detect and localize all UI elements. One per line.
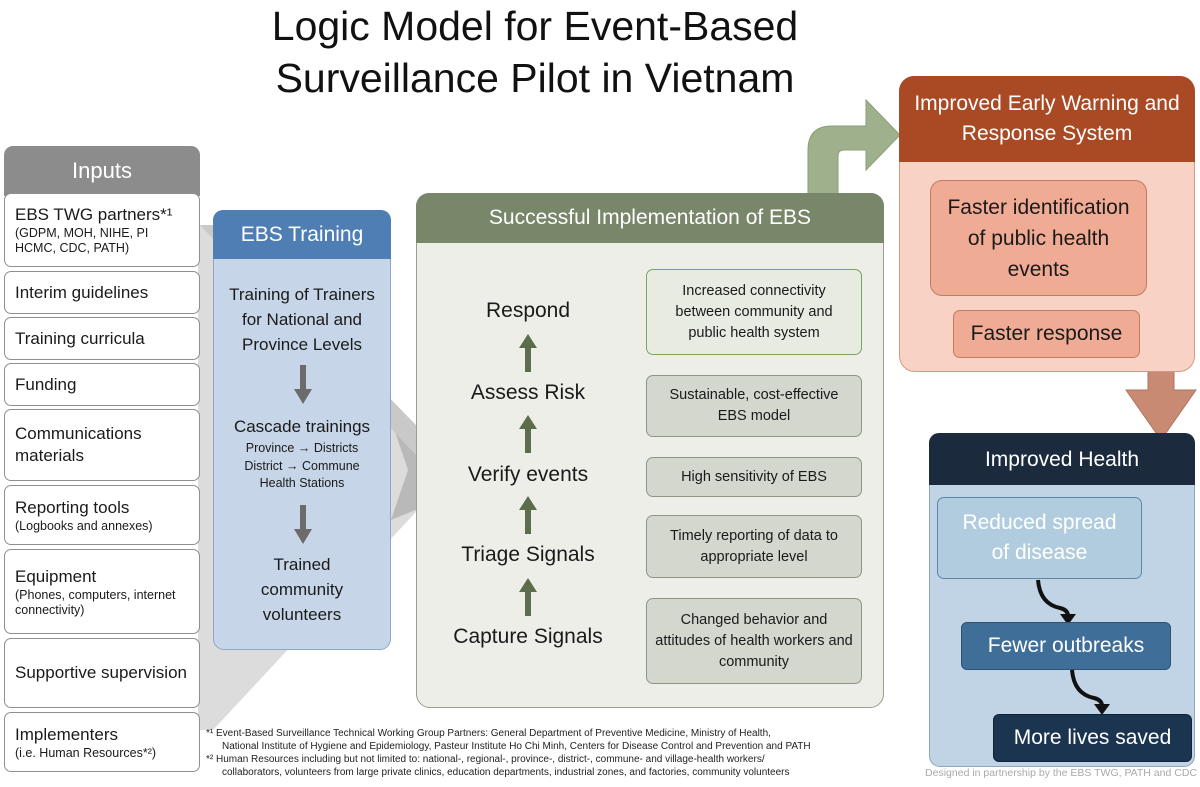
training-trained: Trained community volunteers: [260, 555, 344, 624]
input-item-equipment: Equipment (Phones, computers, internet c…: [4, 549, 200, 634]
step-triage-signals: Triage Signals: [461, 543, 595, 566]
more-lives-saved-box: More lives saved: [993, 714, 1192, 762]
input-label: Training curricula: [15, 328, 145, 348]
input-label: Supportive supervision: [15, 663, 187, 682]
input-sub: (Logbooks and annexes): [15, 518, 153, 533]
input-label: Equipment: [15, 566, 97, 586]
inputs-heading: Inputs: [4, 146, 200, 196]
input-item-supervision: Supportive supervision: [4, 638, 200, 708]
training-cascade-line2: District → Commune Health Stations: [244, 459, 360, 490]
early-warning-heading: Improved Early Warning and Response Syst…: [899, 76, 1195, 162]
health-heading: Improved Health: [929, 433, 1195, 485]
input-label: EBS TWG partners*¹: [15, 205, 173, 224]
up-arrow-icon: [519, 415, 537, 453]
up-arrow-icon: [519, 334, 537, 372]
training-cascade-line1: Province → Districts: [245, 441, 359, 455]
footnote-1-mark: *¹: [206, 728, 214, 739]
curved-arrow-icon: [1070, 669, 1110, 715]
down-arrow-icon: [294, 365, 312, 404]
fewer-outbreaks-box: Fewer outbreaks: [961, 622, 1171, 670]
credit-text: Designed in partnership by the EBS TWG, …: [925, 767, 1197, 779]
footnote-1-line2: National Institute of Hygiene and Epidem…: [222, 741, 811, 752]
early-warning-heading-text: Improved Early Warning and Response Syst…: [914, 92, 1180, 145]
curved-arrow-icon: [1036, 579, 1076, 625]
page-title: Logic Model for Event-Based Surveillance…: [190, 0, 880, 104]
input-item-implementers: Implementers (i.e. Human Resources*²): [4, 712, 200, 772]
training-heading: EBS Training: [213, 210, 391, 259]
step-capture-signals: Capture Signals: [453, 625, 603, 648]
input-sub: (i.e. Human Resources*²): [15, 745, 157, 760]
step-assess-risk: Assess Risk: [470, 381, 586, 404]
outcome-timely-reporting: Timely reporting of data to appropriate …: [646, 515, 862, 578]
reduced-spread-text: Reduced spread of disease: [962, 511, 1117, 564]
footnote-2-mark: *²: [206, 754, 214, 765]
input-item-curricula: Training curricula: [4, 317, 200, 360]
input-item-partners: EBS TWG partners*¹ (GDPM, MOH, NIHE, PI …: [4, 193, 200, 267]
reduced-spread-box: Reduced spread of disease: [937, 497, 1142, 579]
footnote-1: *¹ Event-Based Surveillance Technical Wo…: [206, 727, 906, 740]
input-sub: (Phones, computers, internet connectivit…: [15, 587, 176, 617]
training-panel: [213, 210, 391, 650]
outcome-changed-behavior: Changed behavior and attitudes of health…: [646, 598, 862, 684]
input-label: Implementers: [15, 724, 118, 744]
footnote-2: *² Human Resources including but not lim…: [206, 753, 906, 766]
title-line-1: Logic Model for Event-Based: [271, 3, 799, 49]
down-arrow-icon: [294, 505, 312, 544]
input-item-funding: Funding: [4, 363, 200, 406]
footnote-1-line1: Event-Based Surveillance Technical Worki…: [216, 728, 771, 739]
footnote-2-line1: Human Resources including but not limite…: [216, 754, 765, 765]
outcome-high-sensitivity: High sensitivity of EBS: [646, 457, 862, 497]
input-sub: (GDPM, MOH, NIHE, PI HCMC, CDC, PATH): [15, 226, 149, 255]
step-respond: Respond: [485, 299, 571, 322]
faster-response-box: Faster response: [953, 310, 1140, 358]
input-item-reporting-tools: Reporting tools (Logbooks and annexes): [4, 485, 200, 545]
input-label: Reporting tools: [15, 497, 130, 517]
impl-to-warning-arrow: [807, 98, 901, 197]
title-line-2: Surveillance Pilot in Vietnam: [275, 55, 795, 101]
outcome-connectivity: Increased connectivity between community…: [646, 269, 862, 355]
outcome-sustainable-model: Sustainable, cost-effective EBS model: [646, 375, 862, 437]
faster-identification-box: Faster identification of public health e…: [930, 180, 1147, 296]
footnote-2-line2: collaborators, volunteers from large pri…: [222, 767, 790, 778]
input-label: Communications materials: [15, 424, 142, 465]
input-item-guidelines: Interim guidelines: [4, 271, 200, 314]
input-label: Funding: [15, 374, 77, 394]
faster-identification-text: Faster identification of public health e…: [947, 195, 1130, 281]
step-verify-events: Verify events: [467, 463, 589, 486]
training-cascade: Cascade trainings: [233, 417, 371, 436]
input-item-communications: Communications materials: [4, 409, 200, 481]
up-arrow-icon: [519, 578, 537, 616]
training-tot: Training of Trainers for National and Pr…: [229, 285, 375, 354]
health-panel: [929, 433, 1195, 767]
input-label: Interim guidelines: [15, 282, 149, 302]
implementation-heading: Successful Implementation of EBS: [416, 193, 884, 243]
up-arrow-icon: [519, 496, 537, 534]
